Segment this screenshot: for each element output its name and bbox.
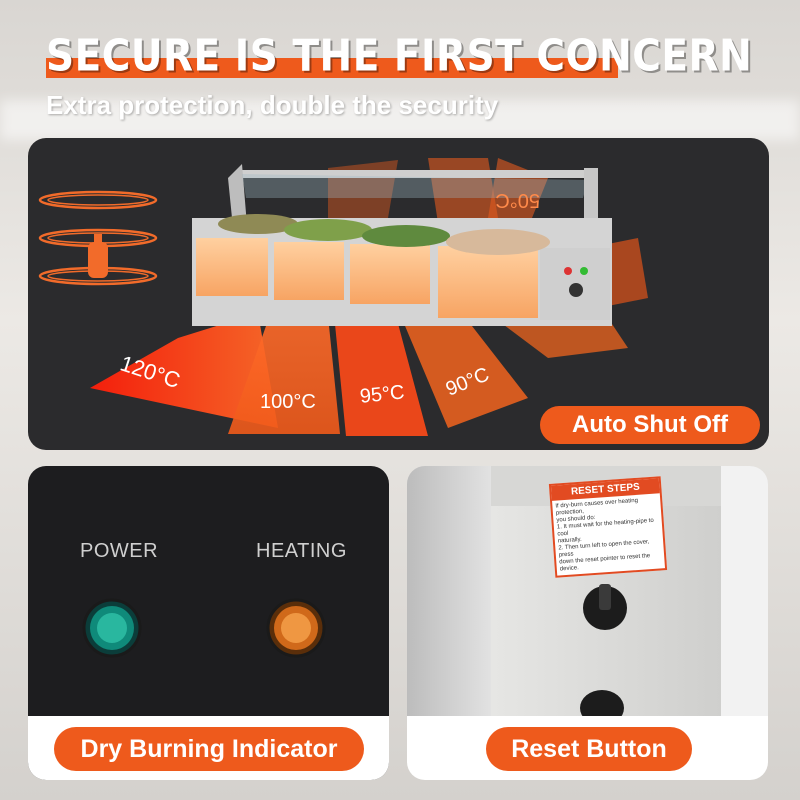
power-light-icon [82,598,142,658]
headline-highlight [46,58,618,78]
hero-illustration: 50°C 120°C 100°C 95°C 90°C [38,158,648,436]
page-headline: SECURE IS THE FIRST CONCERN [46,31,753,82]
temp-label-50: 50°C [495,189,540,211]
background-shelf [0,100,800,140]
unit-edge [721,466,768,716]
heat-rings-icon [38,190,158,286]
lower-knob-icon [580,690,624,724]
unit-side-face [407,466,491,716]
reset-steps-label: RESET STEPS If dry-burn causes over heat… [548,476,668,578]
heating-label: HEATING [256,540,347,562]
page-subhead: Extra protection, double the security [46,90,499,120]
auto-shut-off-badge: Auto Shut Off [540,406,760,444]
food-warmer-illustration [192,164,612,326]
hero-panel: 50°C 120°C 100°C 95°C 90°C [28,138,769,450]
reset-steps-body: If dry-burn causes over heating protecti… [552,493,665,576]
reset-knob-icon [583,584,627,630]
temp-label-95: 95°C [359,381,406,408]
dry-burning-indicator-caption: Dry Burning Indicator [54,727,364,771]
power-label: POWER [80,540,159,562]
reset-button-caption: Reset Button [486,727,692,771]
heating-light-icon [266,598,326,658]
temp-label-100: 100°C [260,391,316,413]
